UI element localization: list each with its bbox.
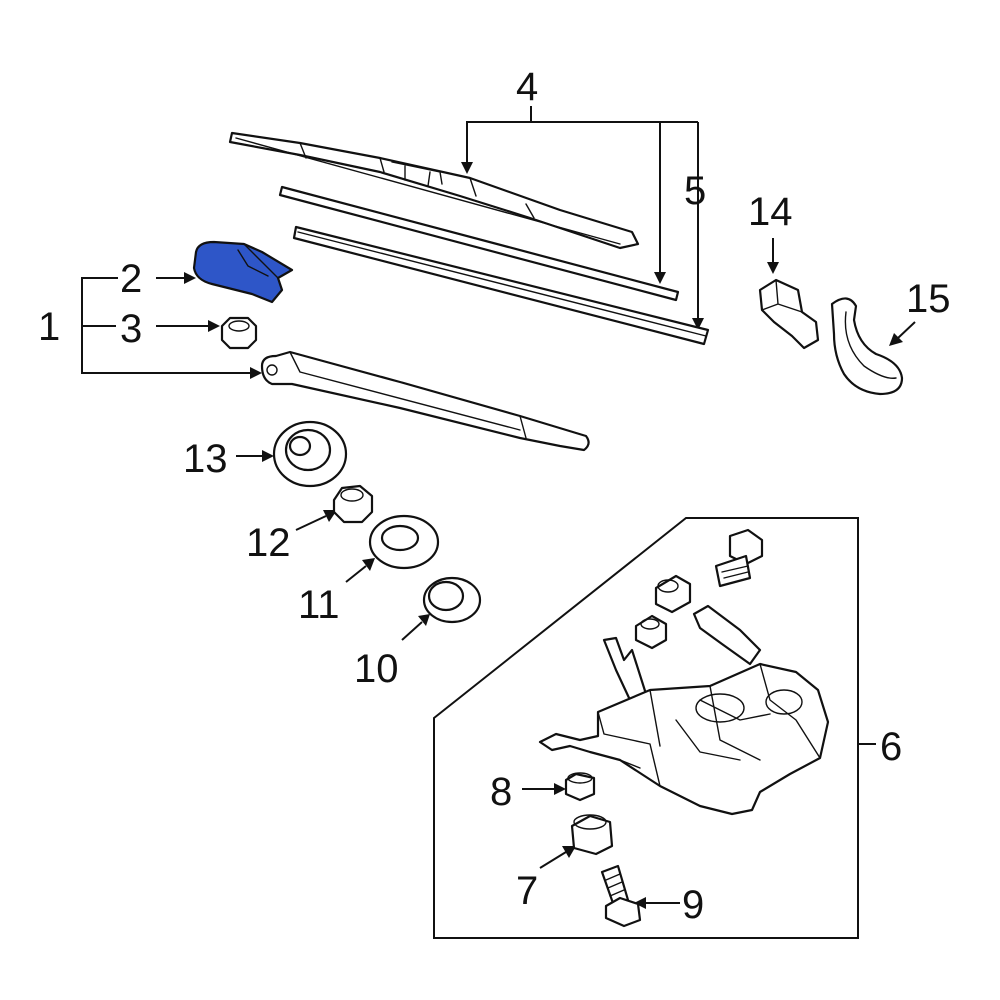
connector[interactable]: [758, 278, 820, 350]
wiper-refill[interactable]: [278, 185, 710, 346]
pivot-nut[interactable]: [332, 484, 374, 524]
grommet[interactable]: [272, 420, 348, 488]
mount-bolt[interactable]: [600, 864, 642, 928]
wiper-blade[interactable]: [228, 131, 640, 250]
callout-8[interactable]: 8: [490, 770, 512, 814]
callout-7[interactable]: 7: [516, 869, 538, 913]
mount-grommet[interactable]: [564, 772, 596, 802]
callout-11[interactable]: 11: [298, 583, 340, 627]
washer[interactable]: [368, 514, 440, 570]
leader-lines: [81, 106, 916, 909]
arm-cap[interactable]: [192, 240, 294, 304]
callout-5[interactable]: 5: [684, 169, 706, 213]
wiper-motor[interactable]: [538, 528, 830, 816]
wiper-arm[interactable]: [260, 350, 590, 452]
callout-15[interactable]: 15: [906, 277, 951, 321]
callout-6[interactable]: 6: [880, 725, 902, 769]
motor-assembly-box: [433, 517, 859, 939]
callout-4[interactable]: 4: [516, 65, 538, 109]
washer-hose[interactable]: [830, 297, 904, 396]
arm-nut[interactable]: [220, 316, 258, 350]
callout-2[interactable]: 2: [120, 257, 142, 301]
callout-1[interactable]: 1: [38, 305, 60, 349]
callout-3[interactable]: 3: [120, 307, 142, 351]
seal[interactable]: [422, 576, 482, 624]
callout-9[interactable]: 9: [682, 883, 704, 927]
callout-12[interactable]: 12: [246, 521, 291, 565]
callout-14[interactable]: 14: [748, 190, 793, 234]
mount-bushing[interactable]: [570, 814, 614, 856]
callout-13[interactable]: 13: [183, 437, 228, 481]
callout-10[interactable]: 10: [354, 647, 399, 691]
